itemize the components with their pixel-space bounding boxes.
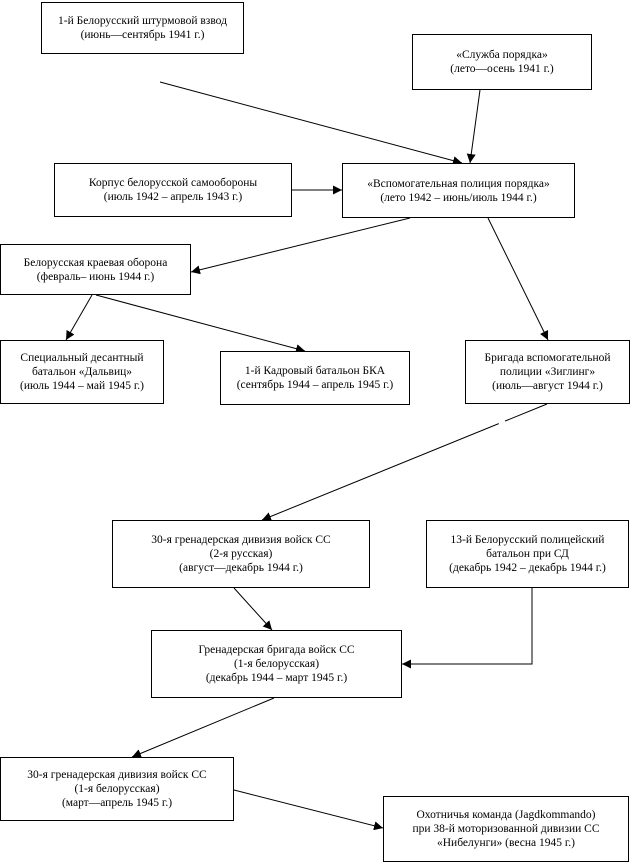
node-dalwitz-battalion: Специальный десантный батальон «Дальвиц»… [0,340,164,404]
node-line: (август—декабрь 1944 г.) [179,562,303,574]
node-30th-division-belarusian: 30-я гренадерская дивизия войск СС (1-я … [0,757,234,821]
node-line: 13-й Белорусский полицейский [450,534,605,546]
arrow-n9-to-n11 [233,587,273,631]
node-line: полиции «Зиглинг» [499,366,596,378]
node-line: батальон при СД [486,548,569,560]
node-13th-police-battalion: 13-й Белорусский полицейский батальон пр… [426,520,629,588]
node-siegling-brigade: Бригада вспомогательной полиции «Зиглинг… [465,340,630,404]
arrow-n1-to-n4 [159,81,463,166]
node-grenadier-brigade: Гренадерская бригада войск СС (1-я белор… [151,630,402,698]
node-line: (декабрь 1942 – декабрь 1944 г.) [449,562,606,574]
node-line: (февраль– июнь 1944 г.) [36,270,155,283]
arrow-n5-to-n7 [95,294,306,354]
node-line: Белорусская краевая оборона [23,256,168,269]
arrow-n11-to-n12 [131,697,275,758]
line-gap [498,420,506,425]
node-line: 1-й Кадровый батальон БКА [244,365,386,377]
node-jagdkommando: Охотничья команда (Jagdkommando) при 38-… [383,796,629,862]
node-line: (июнь—сентябрь 1941 г.) [80,29,205,41]
node-30th-division-russian: 30-я гренадерская дивизия войск СС (2-я … [112,520,370,588]
node-line: (2-я русская) [209,548,273,560]
node-line: (лето 1942 – июнь/июль 1944 г.) [380,191,537,204]
node-line: батальон «Дальвиц» [31,366,133,378]
node-line: «Вспомогательная полиция порядка» [367,177,550,190]
arrow-n10-to-n11 [402,588,533,669]
node-line: (1-я белорусская) [74,783,160,795]
arrow-n2-to-n4 [466,89,481,164]
arrow-n12-to-n13 [233,789,384,831]
node-auxiliary-order-police: «Вспомогательная полиция порядка» (лето … [342,163,575,218]
node-cadre-battalion: 1-й Кадровый батальон БКА (сентябрь 1944… [220,351,410,405]
node-line: «Служба порядка» [456,49,548,61]
node-line: (июль 1944 – май 1945 г.) [20,380,144,392]
node-line: (лето—осень 1941 г.) [450,63,554,75]
node-line: Гренадерская бригада войск СС [198,644,355,656]
arrow-n5-to-n6 [65,294,93,341]
arrow-n4-to-n5 [190,217,411,275]
node-line: 30-я гренадерская дивизия войск СС [151,534,331,546]
node-line: (март—апрель 1945 г.) [61,797,173,809]
node-line: (декабрь 1944 – март 1945 г.) [205,672,348,684]
node-self-defense-corps: Корпус белорусской самообороны (июль 194… [54,163,292,217]
arrow-n4-to-n8 [487,217,549,341]
node-line: (июль—август 1944 г.) [492,380,603,392]
node-line: при 38-й моторизованной дивизии СС [412,823,600,835]
node-line: Специальный десантный [20,352,144,364]
node-order-service: «Служба порядка» (лето—осень 1941 г.) [412,34,592,90]
node-line: Бригада вспомогательной [484,352,611,364]
node-belarusian-assault-platoon: 1-й Белорусский штурмовой взвод (июнь—се… [41,2,244,54]
node-line: (июль 1942 – апрель 1943 г.) [103,191,243,203]
node-regional-defense: Белорусская краевая оборона (февраль– ию… [0,244,191,295]
node-line: 30-я гренадерская дивизия войск СС [27,769,207,781]
node-line: «Нибелунги» (весна 1945 г.) [437,837,575,849]
node-line: (сентябрь 1944 – апрель 1945 г.) [236,379,394,391]
node-line: Охотничья команда (Jagdkommando) [416,809,596,821]
node-line: 1-й Белорусский штурмовой взвод [58,15,227,27]
node-line: Корпус белорусской самообороны [88,177,258,189]
node-line: (1-я белорусская) [233,658,320,670]
